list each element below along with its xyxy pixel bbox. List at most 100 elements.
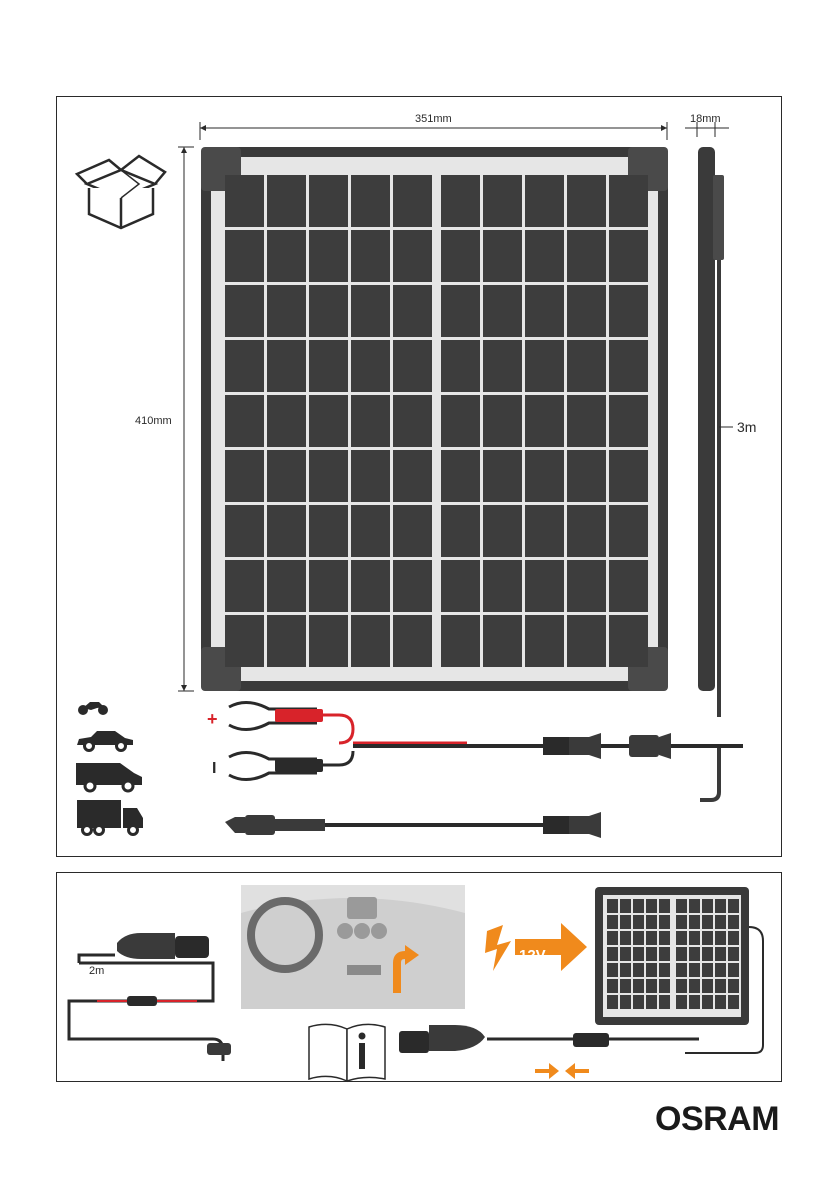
solar-cell: [441, 395, 480, 447]
solar-cell: [267, 285, 306, 337]
solar-cell: [620, 899, 631, 913]
product-overview-illustration: [57, 97, 783, 858]
solar-panel-side: [698, 147, 724, 800]
solar-cell: [633, 979, 644, 993]
solar-cell: [676, 899, 687, 913]
connect-arrows: [535, 1063, 589, 1079]
solar-cell: [267, 175, 306, 227]
solar-cell: [351, 285, 390, 337]
solar-cell: [393, 560, 432, 612]
solar-cell: [309, 285, 348, 337]
solar-cell: [659, 947, 670, 961]
solar-cell: [728, 947, 739, 961]
solar-cell: [267, 340, 306, 392]
solar-cell: [309, 230, 348, 282]
solar-cell: [646, 899, 657, 913]
cable-length-label: 3m: [737, 419, 756, 435]
solar-cell: [646, 931, 657, 945]
solar-cell: [567, 505, 606, 557]
solar-cell: [351, 340, 390, 392]
solar-cell: [689, 979, 700, 993]
solar-cell: [646, 979, 657, 993]
solar-cell: [689, 963, 700, 977]
solar-cell: [567, 615, 606, 667]
car-dashboard-image: [241, 885, 465, 1009]
solar-cell: [659, 899, 670, 913]
solar-cell: [309, 395, 348, 447]
solar-cell: [225, 505, 264, 557]
solar-cell: [607, 947, 618, 961]
obd-connector: [399, 1025, 699, 1053]
clamp-plus-sign: +: [207, 709, 218, 730]
solar-cell: [609, 285, 648, 337]
solar-cell: [483, 615, 522, 667]
solar-cell: [646, 915, 657, 929]
solar-cell: [351, 175, 390, 227]
solar-cell: [483, 285, 522, 337]
solar-cell: [728, 931, 739, 945]
solar-cell: [525, 175, 564, 227]
installation-panel: 2m 12V: [56, 872, 782, 1082]
solar-cell: [689, 947, 700, 961]
solar-cell: [728, 963, 739, 977]
solar-cell: [702, 995, 713, 1009]
solar-cell: [309, 560, 348, 612]
width-dimension-label: 351mm: [415, 113, 452, 125]
solar-cell: [659, 995, 670, 1009]
clamp-minus-sign: I: [212, 760, 216, 778]
solar-cell: [676, 963, 687, 977]
solar-cell: [441, 615, 480, 667]
solar-cell: [620, 979, 631, 993]
solar-cell: [393, 395, 432, 447]
solar-cell: [225, 340, 264, 392]
solar-cell: [633, 947, 644, 961]
solar-cell: [702, 931, 713, 945]
solar-cell: [620, 995, 631, 1009]
solar-cell: [607, 899, 618, 913]
solar-cell: [441, 175, 480, 227]
solar-cell: [609, 615, 648, 667]
solar-cell: [607, 915, 618, 929]
solar-cell: [525, 450, 564, 502]
solar-cell: [525, 285, 564, 337]
solar-cell: [267, 560, 306, 612]
solar-cell: [309, 175, 348, 227]
solar-cell: [483, 560, 522, 612]
product-overview-panel: 351mm 18mm 410mm 3m + I: [56, 96, 782, 857]
solar-cell: [633, 963, 644, 977]
solar-cell: [728, 979, 739, 993]
solar-cell: [620, 931, 631, 945]
solar-cell: [702, 979, 713, 993]
solar-cell: [633, 995, 644, 1009]
solar-cell: [689, 995, 700, 1009]
solar-cell: [607, 979, 618, 993]
solar-cell: [715, 931, 726, 945]
solar-cell: [702, 915, 713, 929]
solar-cell: [609, 395, 648, 447]
solar-cell: [267, 505, 306, 557]
solar-cell: [715, 899, 726, 913]
solar-cell: [676, 947, 687, 961]
solar-cell: [715, 995, 726, 1009]
solar-cell: [225, 285, 264, 337]
solar-panel-small: [595, 887, 763, 1053]
solar-cell: [309, 615, 348, 667]
solar-cell: [609, 450, 648, 502]
solar-cell: [351, 505, 390, 557]
solar-cell: [620, 963, 631, 977]
truck-icon: [77, 800, 143, 835]
solar-cell: [567, 395, 606, 447]
solar-cell: [715, 979, 726, 993]
solar-cell: [225, 395, 264, 447]
solar-cell: [676, 915, 687, 929]
solar-cell: [659, 931, 670, 945]
van-icon: [76, 763, 142, 791]
solar-cell: [715, 947, 726, 961]
solar-cell: [676, 931, 687, 945]
solar-cell: [309, 450, 348, 502]
solar-cell: [267, 450, 306, 502]
solar-cell: [393, 505, 432, 557]
solar-cell: [689, 915, 700, 929]
solar-cell: [441, 560, 480, 612]
solar-cell: [525, 340, 564, 392]
